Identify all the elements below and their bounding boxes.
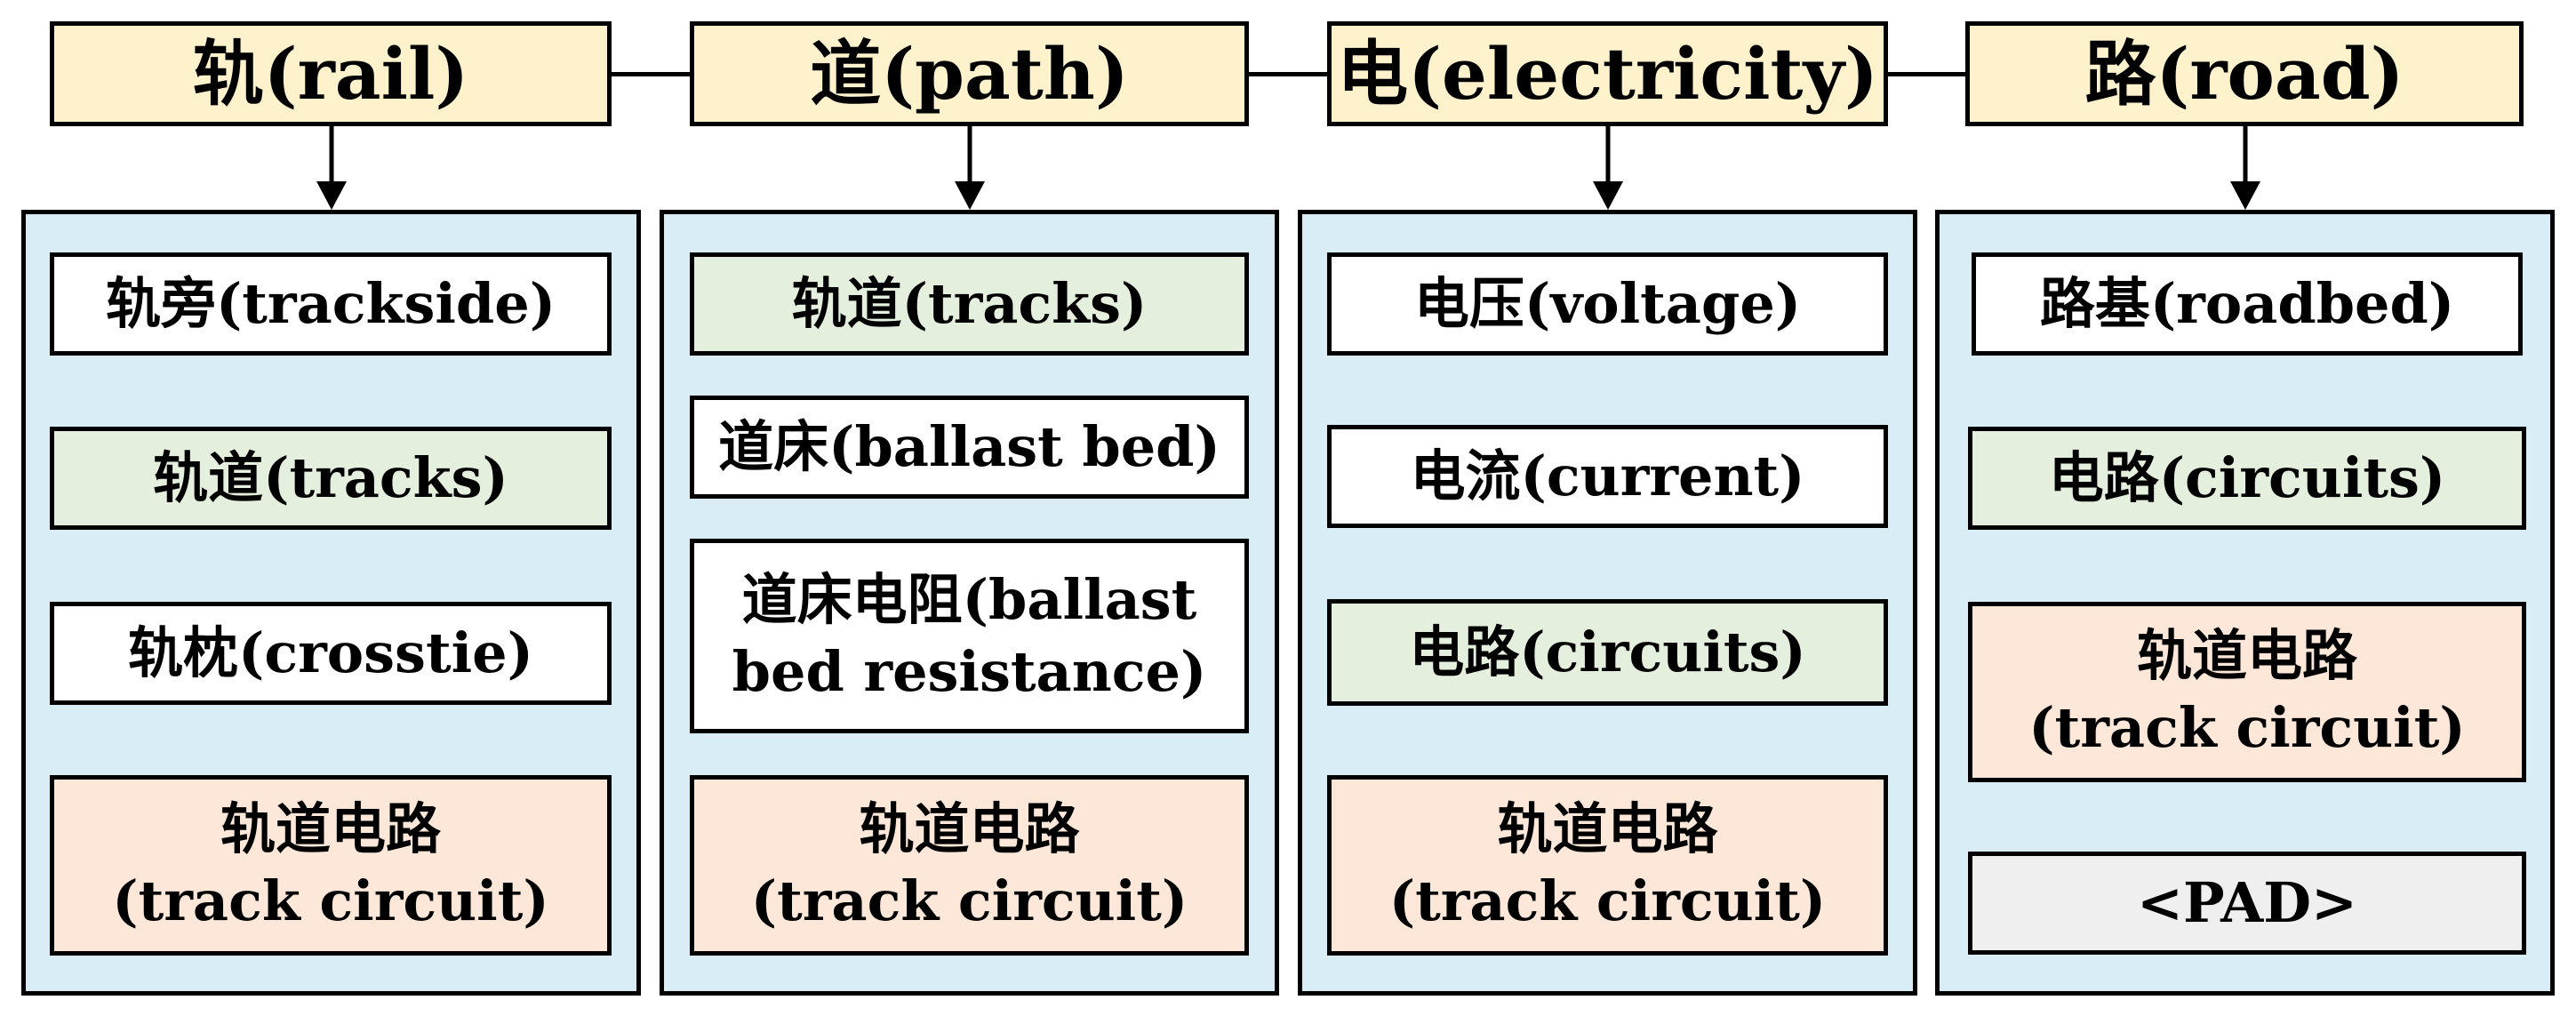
item-tracks: 轨道(tracks) [50,427,612,530]
header-electricity: 电(electricity) [1327,21,1888,126]
item-track-circuit: 轨道电路 (track circuit) [1968,602,2526,782]
item-circuits: 电路(circuits) [1968,427,2526,530]
item-voltage: 电压(voltage) [1327,252,1888,356]
header-connector [1886,72,1968,76]
item-track-circuit: 轨道电路 (track circuit) [1327,775,1888,956]
arrow-electricity [1593,126,1623,210]
item-current: 电流(current) [1327,425,1888,528]
item-crosstie: 轨枕(crosstie) [50,602,612,705]
arrow-rail [316,126,347,210]
header-road: 路(road) [1965,21,2524,126]
item-track-circuit: 轨道电路 (track circuit) [50,775,612,956]
item-ballast-bed: 道床(ballast bed) [690,396,1249,499]
item-tracks: 轨道(tracks) [690,252,1249,356]
header-rail: 轨(rail) [50,21,612,126]
header-path: 道(path) [690,21,1249,126]
arrow-path [955,126,985,210]
item-roadbed: 路基(roadbed) [1972,252,2523,356]
item-circuits: 电路(circuits) [1327,599,1888,706]
item-track-circuit: 轨道电路 (track circuit) [690,775,1249,956]
item-ballast-bed-resistance: 道床电阻(ballast bed resistance) [690,539,1249,733]
header-connector [610,72,692,76]
item-pad: <PAD> [1968,852,2526,955]
arrow-road [2230,126,2260,210]
header-connector [1247,72,1329,76]
item-trackside: 轨旁(trackside) [50,252,612,356]
